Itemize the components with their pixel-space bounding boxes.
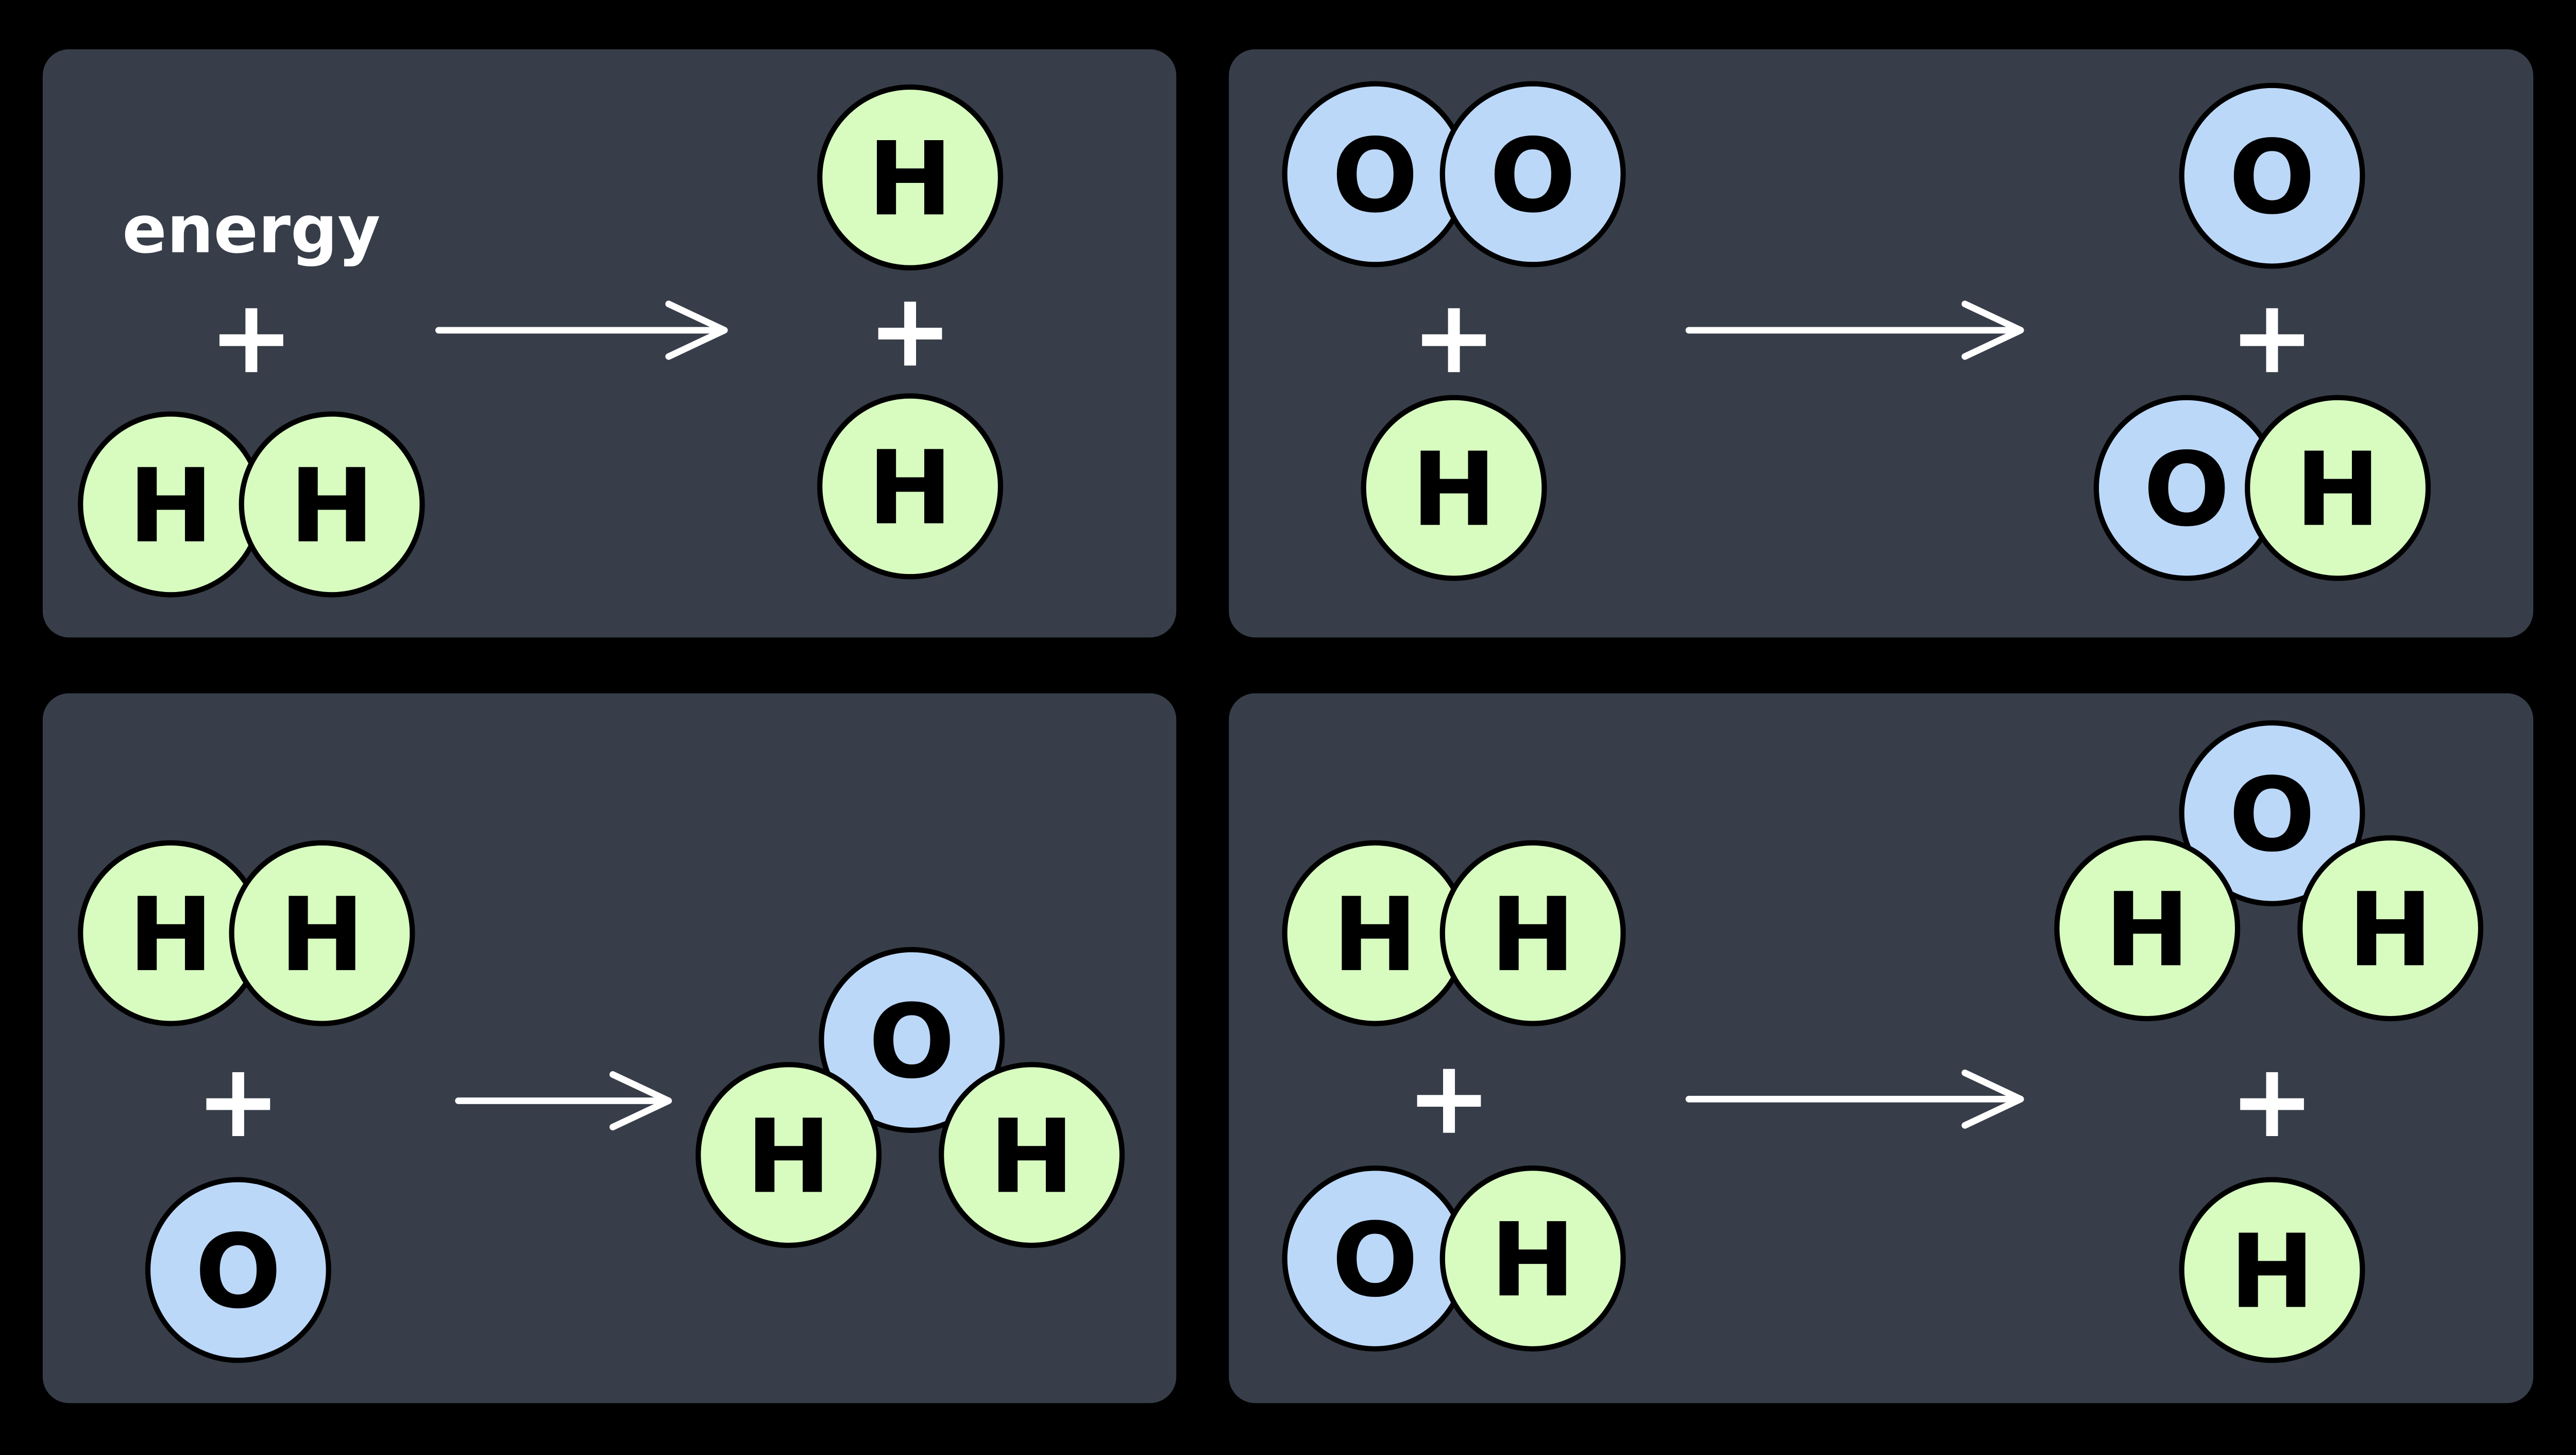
atom-label: H xyxy=(128,875,213,994)
atom-label: O xyxy=(1332,1200,1418,1319)
atom-label: O xyxy=(1332,116,1418,235)
atom-label: H xyxy=(1411,430,1496,549)
hydrogen-atom: H xyxy=(939,1062,1125,1248)
hydrogen-atom: H xyxy=(78,411,264,598)
atom-label: H xyxy=(279,875,364,994)
plus-sign: + xyxy=(1411,277,1497,396)
atom-label: H xyxy=(746,1097,831,1216)
plus-sign: + xyxy=(2229,277,2315,396)
plus-sign: + xyxy=(2229,1041,2315,1160)
atom-circle xyxy=(1439,840,1626,1026)
hydrogen-atom: H xyxy=(817,84,1004,270)
oxygen-atom: O xyxy=(2093,395,2280,581)
oxygen-atom: O xyxy=(2179,82,2365,269)
atom-circle xyxy=(239,411,425,598)
hydrogen-atom: H xyxy=(239,411,425,598)
oxygen-atom: O xyxy=(1439,81,1626,267)
plus-sign: + xyxy=(209,277,294,396)
hydrogen-atom: H xyxy=(696,1062,882,1248)
atom-label: H xyxy=(1490,1200,1575,1319)
hydrogen-atom: H xyxy=(2054,835,2241,1022)
atom-label: H xyxy=(1332,875,1417,994)
reaction-arrow-icon xyxy=(435,300,728,360)
atom-label: H xyxy=(289,447,374,566)
atom-label: H xyxy=(2295,430,2380,549)
reaction-arrow-icon xyxy=(1685,300,2024,360)
hydrogen-atom: H xyxy=(1439,1165,1626,1352)
atom-circle xyxy=(1361,395,1547,581)
atom-circle xyxy=(2054,835,2241,1022)
plus-sign: + xyxy=(1406,1038,1492,1157)
oxygen-atom: O xyxy=(819,947,1005,1133)
atom-label: O xyxy=(2229,118,2315,237)
atom-label: H xyxy=(128,447,213,566)
hydrogen-atom: H xyxy=(2245,395,2431,581)
atom-circle xyxy=(819,947,1005,1133)
reaction-arrow-icon xyxy=(455,1071,672,1130)
atom-circle xyxy=(1439,1165,1626,1352)
atom-circle xyxy=(2179,1177,2365,1363)
hydrogen-atom: H xyxy=(2179,1177,2365,1363)
reaction-arrow-icon xyxy=(1685,1069,2024,1129)
atom-circle xyxy=(1439,81,1626,267)
hydrogen-atom: H xyxy=(1439,840,1626,1026)
atom-label: O xyxy=(869,982,955,1101)
plus-sign: + xyxy=(868,270,953,390)
atom-label: O xyxy=(195,1212,281,1331)
hydrogen-atom: H xyxy=(1361,395,1547,581)
atom-circle xyxy=(229,840,415,1026)
plus-sign: + xyxy=(196,1041,281,1160)
atom-label: O xyxy=(1489,116,1576,235)
atom-circle xyxy=(145,1177,331,1363)
hydrogen-atom: H xyxy=(1282,840,1468,1026)
energy-label: energy xyxy=(122,192,380,268)
hydrogen-atom: H xyxy=(78,840,264,1026)
atom-circle xyxy=(939,1062,1125,1248)
atom-circle xyxy=(696,1062,882,1248)
atom-label: H xyxy=(868,120,953,239)
atom-label: H xyxy=(989,1097,1074,1216)
hydrogen-atom: H xyxy=(229,840,415,1026)
atom-label: H xyxy=(2229,1212,2314,1331)
hydrogen-atom: H xyxy=(817,393,1004,580)
atom-circle xyxy=(817,393,1004,580)
hydrogen-atom: H xyxy=(2297,835,2484,1022)
oxygen-atom: O xyxy=(1282,81,1468,267)
atom-circle xyxy=(2297,835,2484,1022)
oxygen-atom: O xyxy=(1282,1165,1468,1352)
oxygen-atom: O xyxy=(2179,720,2365,906)
atom-label: H xyxy=(2105,870,2190,989)
atom-circle xyxy=(2245,395,2431,581)
atom-label: H xyxy=(1490,875,1575,994)
atom-label: H xyxy=(2348,870,2433,989)
atom-label: O xyxy=(2229,755,2315,874)
atom-label: H xyxy=(868,429,953,548)
atom-label: O xyxy=(2143,430,2230,549)
atom-circle xyxy=(2179,82,2365,269)
atom-circle xyxy=(2179,720,2365,906)
oxygen-atom: O xyxy=(145,1177,331,1363)
atom-circle xyxy=(817,84,1004,270)
